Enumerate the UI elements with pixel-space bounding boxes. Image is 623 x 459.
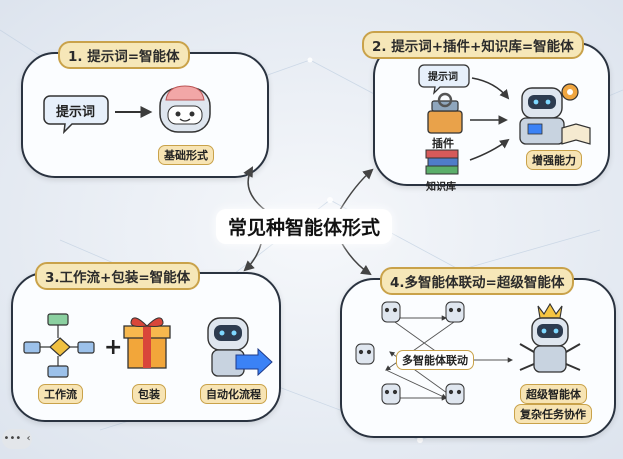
small-speech-bubble-icon [418,64,470,95]
agent-robot-icons [355,301,465,405]
multi-agent-label: 多智能体联动 [396,350,474,370]
workflow-diagram-icon [23,313,95,378]
basic-form-caption: 基础形式 [158,145,214,165]
svg-text:+: + [104,335,122,360]
super-agent-robot-icon [519,302,581,373]
panel-2-heading: 2. 提示词+插件+知识库=智能体 [362,31,584,59]
more-icon[interactable]: ••• [3,433,22,444]
arrow-to-panel-2 [339,168,374,211]
automation-robot-icon [207,317,273,377]
prompt-bubble-label: 提示词 [56,105,96,120]
arrow-to-panel-1 [243,166,266,211]
brain-robot-icon [159,85,211,133]
complex-task-caption: 复杂任务协作 [514,404,592,424]
enhanced-robot-icon [519,83,591,145]
super-agent-caption: 超级智能体 [520,384,587,404]
arrow-to-panel-3 [243,239,263,272]
workflow-caption: 工作流 [38,384,83,404]
knowledge-base-label: 知识库 [426,182,456,193]
panel-3-heading: 3.工作流+包装=智能体 [35,262,201,290]
prompt-bubble-label-2: 提示词 [428,72,458,83]
books-icon [425,149,459,175]
gift-box-icon [123,317,171,369]
automation-caption: 自动化流程 [200,384,267,404]
panel-1-heading: 1. 提示词=智能体 [58,41,190,69]
speech-bubble-icon [43,95,109,135]
plugin-label: 插件 [432,137,454,150]
plugin-toolbox-icon [427,92,463,134]
viewer-toolbar[interactable]: ••• ‹ [2,429,32,449]
enhanced-capability-caption: 增强能力 [526,150,582,170]
plus-icon: + [104,335,122,360]
input-arrows [469,77,510,161]
back-icon[interactable]: ‹ [26,433,31,444]
package-caption: 包装 [132,384,166,404]
page-title: 常见种智能体形式 [216,209,393,244]
panel-4-heading: 4.多智能体联动=超级智能体 [380,267,575,295]
arrow-to-panel-4 [339,239,372,276]
